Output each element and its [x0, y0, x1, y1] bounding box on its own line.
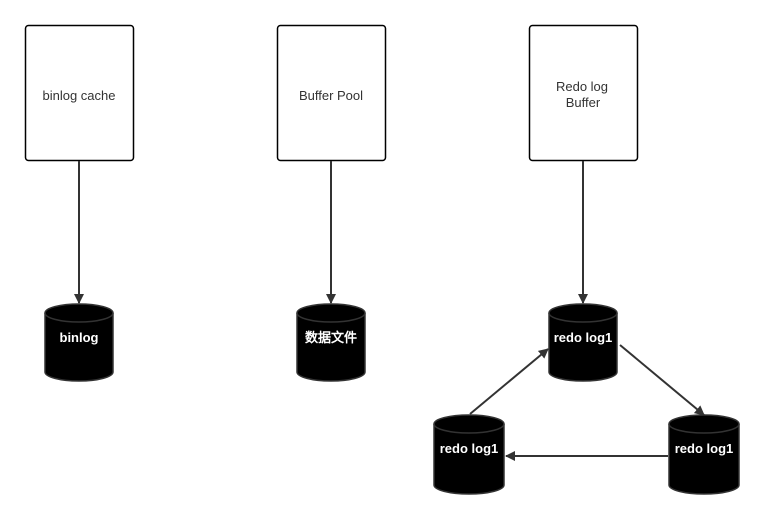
redo-left-to-top-arrow: [469, 348, 549, 415]
binlog-cylinder: binlog: [44, 303, 114, 382]
data-file-label: 数据文件: [305, 330, 357, 345]
binlog-label: binlog: [60, 330, 99, 345]
redo-log-right-cylinder: redo log1: [668, 414, 740, 495]
redo-log-left-cylinder: redo log1: [433, 414, 505, 495]
redo-log-buffer-label-line1: Redo log: [556, 79, 608, 94]
redo-log-buffer-label-line2: Buffer: [566, 95, 601, 110]
redo-top-to-right-arrow: [619, 344, 705, 416]
redo-log-right-label: redo log1: [675, 441, 734, 456]
redo-log-top-label: redo log1: [554, 330, 613, 345]
binlog-cache-label: binlog cache: [43, 88, 116, 103]
binlog-cache-box: binlog cache: [24, 24, 135, 162]
data-file-cylinder: 数据文件: [296, 303, 366, 382]
redo-log-left-label: redo log1: [440, 441, 499, 456]
redo-log-buffer-box: Redo log Buffer: [528, 24, 639, 162]
buffer-pool-label: Buffer Pool: [299, 88, 363, 103]
buffer-pool-box: Buffer Pool: [276, 24, 387, 162]
redo-log-top-cylinder: redo log1: [548, 303, 618, 382]
